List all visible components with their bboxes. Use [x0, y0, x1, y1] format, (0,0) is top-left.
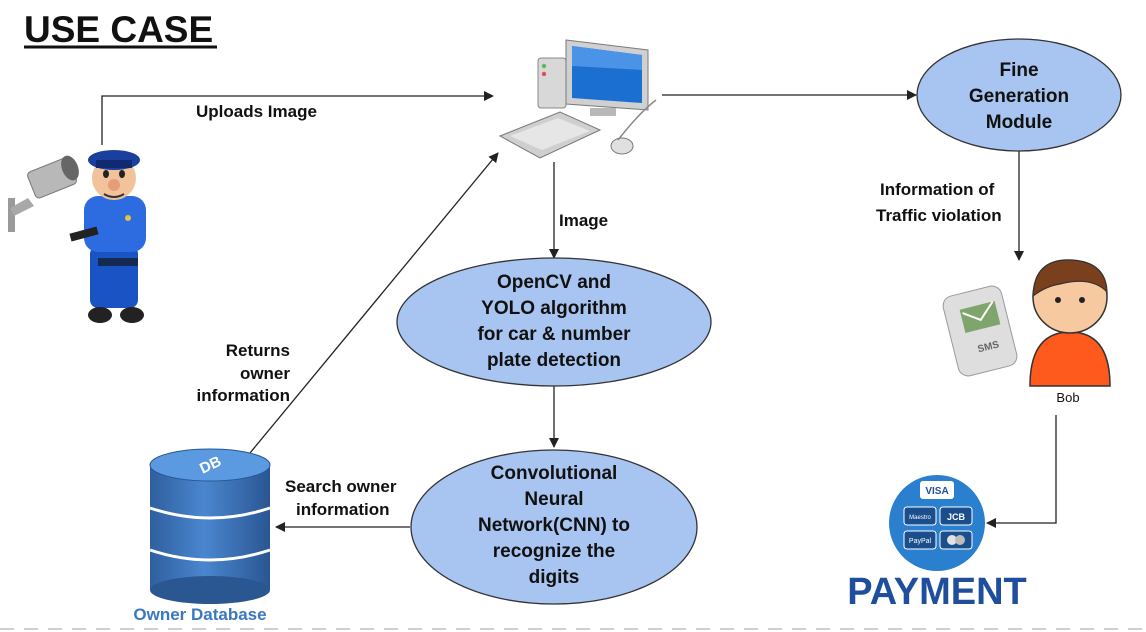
- edge-returns-owner: [249, 152, 499, 454]
- police-officer-icon: [69, 150, 146, 323]
- node-fine-line-3: Module: [986, 112, 1053, 133]
- node-fine-line-2: Generation: [969, 86, 1069, 107]
- node-fine-line-1: Fine: [999, 60, 1038, 81]
- payment-icon: VISA Maestro JCB PayPal: [889, 475, 985, 571]
- node-cnn-line-1: Convolutional: [491, 463, 618, 484]
- node-opencv-line-4: plate detection: [487, 350, 621, 371]
- node-opencv-yolo: OpenCV and YOLO algorithm for car & numb…: [396, 257, 712, 387]
- edge-label-returns-1: Returns: [226, 341, 290, 360]
- database-icon: DB: [149, 448, 271, 604]
- node-cnn: Convolutional Neural Network(CNN) to rec…: [410, 449, 698, 605]
- node-opencv-line-1: OpenCV and: [497, 272, 611, 293]
- card-maestro: Maestro: [909, 515, 931, 521]
- edge-label-uploads: Uploads Image: [196, 102, 317, 121]
- node-opencv-line-3: for car & number: [477, 324, 631, 345]
- page-title: USE CASE: [24, 9, 213, 50]
- owner-database-label: Owner Database: [133, 605, 266, 624]
- edge-label-traffic-1: Information of: [880, 180, 995, 199]
- node-cnn-line-5: digits: [529, 567, 580, 588]
- edge-label-returns-3: information: [197, 386, 291, 405]
- edge-label-image: Image: [559, 211, 608, 230]
- edge-uploads-image: [101, 91, 494, 145]
- node-cnn-line-3: Network(CNN) to: [478, 515, 630, 536]
- card-paypal: PayPal: [909, 538, 932, 545]
- card-visa: VISA: [925, 486, 948, 497]
- node-cnn-line-4: recognize the: [493, 541, 615, 562]
- cctv-camera-icon: [8, 155, 79, 232]
- sms-phone-icon: SMS: [942, 285, 1018, 377]
- bob-label: Bob: [1056, 390, 1079, 405]
- edge-to-payment: [986, 415, 1057, 528]
- bob-person-icon: [1029, 259, 1111, 387]
- node-opencv-line-2: YOLO algorithm: [481, 298, 627, 319]
- payment-label: PAYMENT: [847, 571, 1026, 613]
- edge-label-traffic-2: Traffic violation: [876, 206, 1002, 225]
- node-fine-generation: Fine Generation Module: [916, 38, 1122, 152]
- edge-label-search-2: information: [296, 500, 390, 519]
- edge-label-search-1: Search owner: [285, 477, 397, 496]
- edge-label-returns-2: owner: [240, 364, 290, 383]
- card-jcb: JCB: [947, 512, 966, 522]
- computer-icon: [498, 39, 657, 159]
- sms-label: SMS: [977, 339, 1001, 355]
- node-cnn-line-2: Neural: [524, 489, 583, 510]
